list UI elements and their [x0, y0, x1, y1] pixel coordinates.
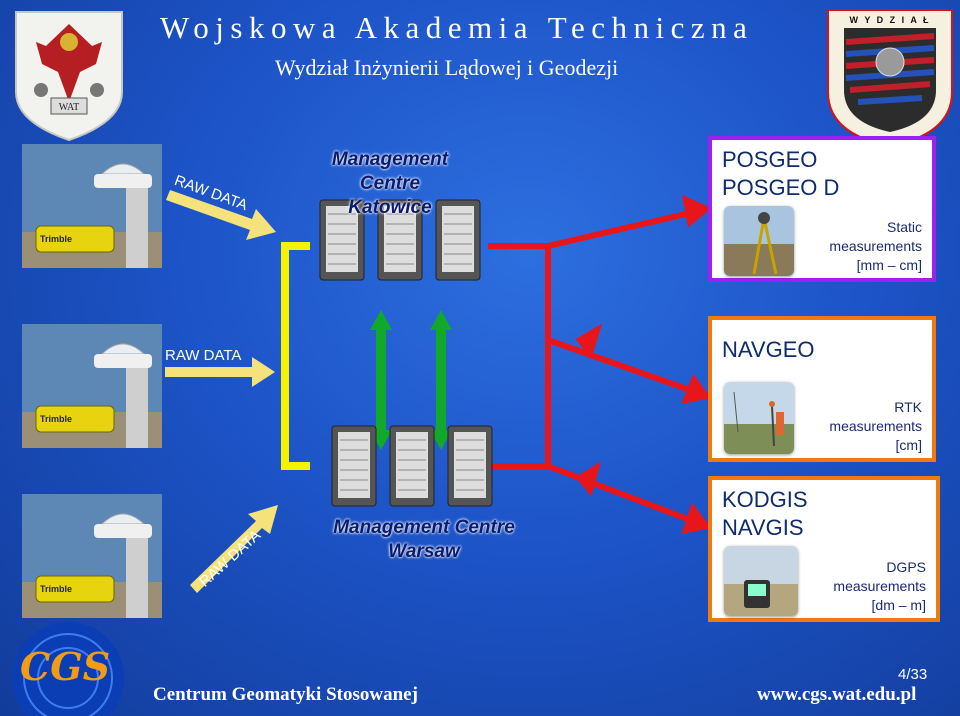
red-arrow-head: [681, 373, 712, 405]
red-bus-line: [488, 243, 551, 469]
svg-text:Trimble: Trimble: [40, 234, 72, 244]
measurement-accuracy: [mm – cm]: [856, 257, 922, 273]
cgs-logo-text: CGS: [20, 644, 110, 689]
faculty-emblem-logo: W Y D Z I A Ł: [827, 9, 953, 146]
svg-text:Trimble: Trimble: [40, 414, 72, 424]
svg-text:W Y D Z I A Ł: W Y D Z I A Ł: [849, 15, 930, 25]
red-arrow-head: [682, 194, 712, 228]
service-name: POSGEO: [722, 147, 818, 172]
measurement-label: DGPS measurements [dm – m]: [833, 558, 926, 615]
page-number: 4/33: [898, 666, 928, 683]
server-rack-icon: [435, 199, 481, 281]
green-double-arrow: [370, 310, 392, 450]
service-name: POSGEO D: [722, 175, 840, 200]
red-arrow-head: [575, 323, 603, 360]
server-rack-icon: [331, 425, 377, 507]
header-subtitle: Wydział Inżynierii Lądowej i Geodezji: [275, 55, 619, 80]
service-name: NAVGEO: [722, 337, 815, 362]
warsaw-centre-label: Management Centre Warsaw: [312, 516, 536, 564]
survey-photo: [724, 206, 794, 276]
measurement-type: RTK: [894, 399, 922, 415]
measurement-word: measurements: [829, 418, 922, 434]
wat-emblem-logo: WAT: [15, 11, 123, 142]
service-box-navgeo: NAVGEO RTK measurements [cm]: [708, 316, 936, 462]
measurement-word: measurements: [833, 578, 926, 594]
warsaw-line1: Management Centre: [333, 517, 515, 538]
footer-centre-name: Centrum Geomatyki Stosowanej: [153, 684, 418, 705]
server-rack-icon: [377, 199, 423, 281]
katowice-line1: Management Centre: [331, 149, 449, 194]
raw-data-arrow: [165, 357, 275, 387]
survey-photo: [724, 546, 798, 616]
katowice-line2: Katowice: [348, 197, 432, 218]
service-name: NAVGIS: [722, 515, 804, 540]
service-name: KODGIS: [722, 487, 808, 512]
gps-station-image: Trimble: [22, 144, 162, 268]
warsaw-line2: Warsaw: [388, 541, 460, 562]
measurement-type: DGPS: [886, 559, 926, 575]
red-arrow-head: [575, 461, 601, 497]
raw-data-arrow: [166, 190, 276, 240]
raw-data-arrow: [190, 505, 278, 593]
raw-data-label: RAW DATA: [165, 347, 242, 364]
gps-station-image: Trimble: [22, 324, 162, 448]
katowice-centre-label: Management Centre Katowice: [300, 148, 480, 220]
green-double-arrow: [430, 310, 452, 450]
server-rack-icon: [319, 199, 365, 281]
server-rack-icon: [447, 425, 493, 507]
gps-station-image: Trimble: [22, 494, 162, 618]
svg-text:Trimble: Trimble: [40, 584, 72, 594]
red-arrow-head: [681, 502, 712, 534]
service-box-kodgis: KODGIS NAVGIS DGPS measurements [dm – m]: [708, 476, 940, 622]
service-box-posgeo: POSGEO POSGEO D Static measurements [mm …: [708, 136, 936, 282]
measurement-word: measurements: [829, 238, 922, 254]
measurement-label: Static measurements [mm – cm]: [829, 218, 922, 275]
measurement-label: RTK measurements [cm]: [829, 398, 922, 455]
measurement-type: Static: [886, 219, 922, 235]
svg-text:WAT: WAT: [59, 102, 80, 113]
measurement-accuracy: [cm]: [895, 437, 922, 453]
yellow-bracket-line: [281, 242, 310, 470]
server-rack-icon: [389, 425, 435, 507]
header-title: Wojskowa Akademia Techniczna: [160, 10, 754, 45]
measurement-accuracy: [dm – m]: [871, 597, 926, 613]
footer-website-link[interactable]: www.cgs.wat.edu.pl: [757, 684, 917, 705]
survey-photo: [724, 382, 794, 454]
cgs-logo: CGS: [12, 622, 124, 716]
